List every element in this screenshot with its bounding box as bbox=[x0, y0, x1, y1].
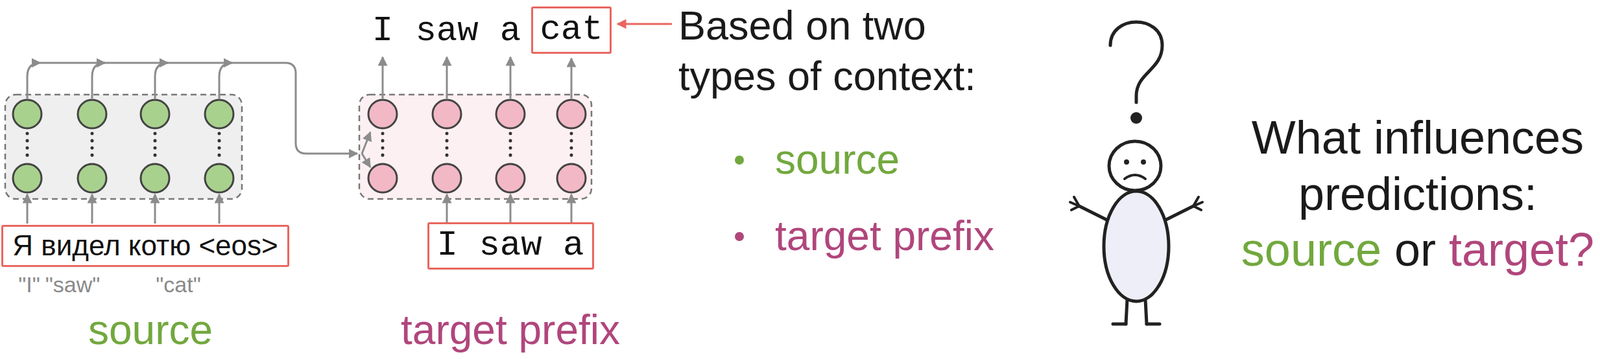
source-sentence-box: Я видел котю <eos> bbox=[1, 225, 290, 268]
gloss-word: "I" bbox=[18, 272, 41, 298]
output-token: saw bbox=[415, 11, 478, 52]
encoder-states bbox=[12, 99, 234, 193]
explanation-text: Based on two types of context: bbox=[678, 0, 1003, 102]
decoder-block bbox=[359, 94, 592, 200]
label-holder: I bbox=[372, 11, 394, 52]
pointer-arrow bbox=[617, 23, 672, 26]
label-holder: source bbox=[775, 136, 900, 185]
label-holder: target prefix bbox=[775, 212, 995, 261]
bullet-text: source bbox=[775, 136, 900, 185]
bullet-dot bbox=[734, 232, 744, 242]
question-word: source bbox=[1241, 223, 1382, 277]
bullet-text: target prefix bbox=[775, 212, 995, 261]
box-text: cat bbox=[539, 9, 603, 50]
decoder-states bbox=[368, 99, 586, 193]
gloss-word: "cat" bbox=[155, 272, 202, 298]
bullet-dot bbox=[734, 155, 744, 165]
label-holder: Based on two types of context: bbox=[678, 0, 1003, 102]
gloss-word: "saw" bbox=[45, 272, 101, 298]
label-holder: source bbox=[88, 306, 213, 355]
attention-wires bbox=[27, 62, 371, 168]
section-label: target prefix bbox=[400, 306, 621, 355]
box-text: Я видел котю <eos> bbox=[12, 229, 279, 263]
output-token: I bbox=[372, 11, 394, 52]
question-line: sourceortarget? bbox=[1241, 223, 1595, 277]
label-holder: "cat" bbox=[155, 272, 202, 298]
label-holder: "I" bbox=[18, 272, 41, 298]
question-text: What influences predictions: bbox=[1242, 109, 1593, 223]
predicted-token-box: cat bbox=[531, 6, 612, 54]
label-holder: saw bbox=[415, 11, 478, 52]
target-prefix-box: I saw a bbox=[427, 222, 595, 270]
confused-figure bbox=[1070, 22, 1203, 325]
label-holder: target prefix bbox=[400, 306, 621, 355]
encoder-block bbox=[5, 94, 242, 200]
question-word: target? bbox=[1448, 223, 1595, 277]
dotted-layers bbox=[27, 133, 572, 161]
label-holder: What influences predictions: bbox=[1242, 109, 1593, 223]
label-holder: "saw" bbox=[45, 272, 101, 298]
label-holder: a bbox=[500, 11, 521, 52]
output-arrows bbox=[382, 57, 572, 99]
output-token: a bbox=[500, 11, 521, 52]
section-label: source bbox=[88, 306, 213, 355]
box-text: I saw a bbox=[437, 225, 585, 266]
question-word: or bbox=[1394, 223, 1436, 277]
input-arrows bbox=[27, 194, 572, 224]
